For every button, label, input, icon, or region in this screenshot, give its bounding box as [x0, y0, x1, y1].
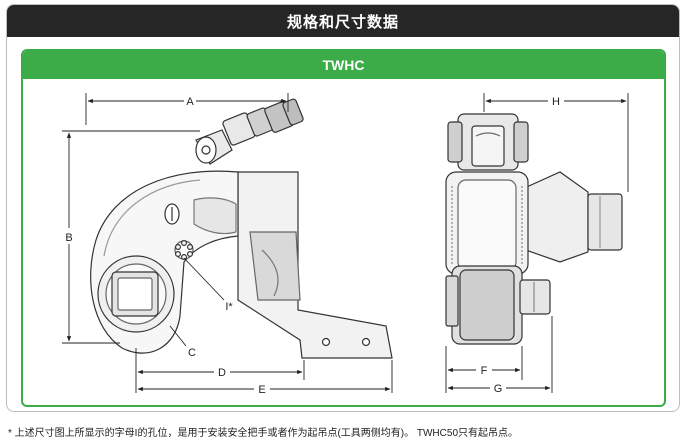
- model-header: TWHC: [23, 51, 664, 79]
- model-title: TWHC: [322, 57, 365, 73]
- front-view-wrench: [445, 113, 623, 345]
- dim-label-i: I*: [225, 301, 233, 313]
- dim-label-b: B: [65, 232, 72, 244]
- dim-label-f: F: [481, 365, 488, 377]
- dim-label-d: D: [218, 367, 226, 379]
- dim-label-g: G: [494, 383, 503, 395]
- dim-label-h: H: [552, 96, 560, 108]
- footnote: * 上述尺寸图上所显示的字母I的孔位，是用于安装安全把手或者作为起吊点(工具两侧…: [8, 428, 518, 439]
- side-view-dimensions: [62, 93, 393, 393]
- dim-label-e: E: [258, 384, 265, 396]
- model-panel: TWHC: [21, 49, 666, 407]
- section-header: 规格和尺寸数据: [7, 5, 679, 37]
- section-title: 规格和尺寸数据: [286, 13, 399, 31]
- side-view-wrench: [90, 98, 393, 359]
- front-view-dimensions: [445, 93, 629, 393]
- dim-label-a: A: [186, 96, 194, 108]
- dim-label-c: C: [188, 347, 196, 359]
